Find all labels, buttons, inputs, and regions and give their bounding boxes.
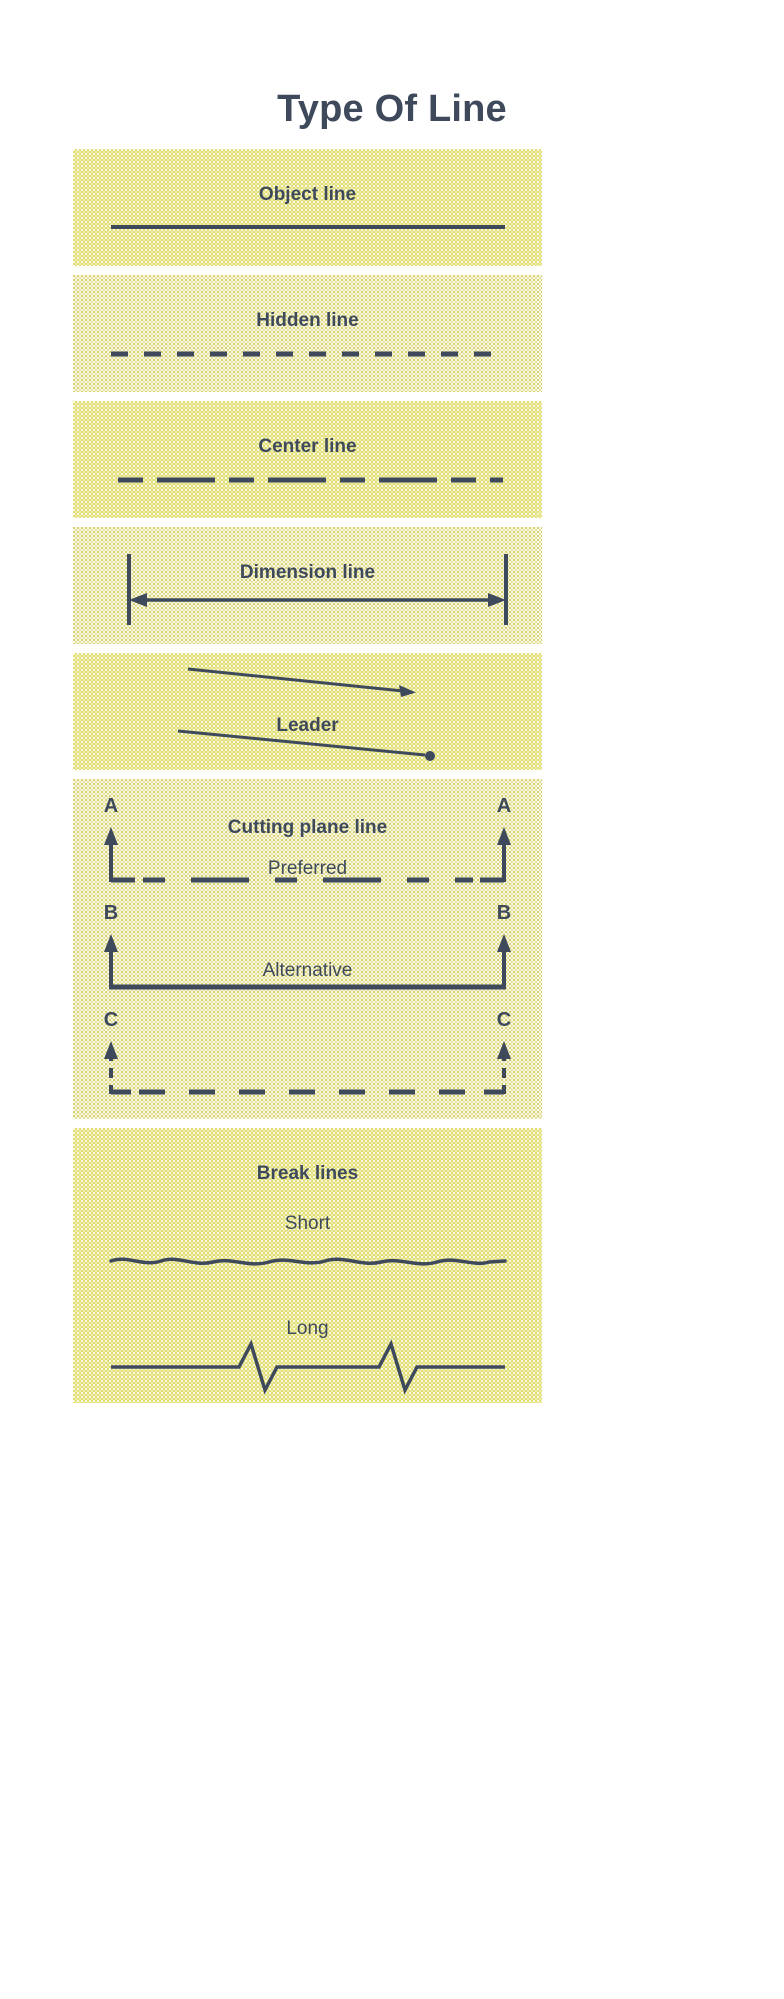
- line-type-block-leader: Leader: [73, 653, 542, 770]
- line-type-block-object-line: Object line: [73, 149, 542, 266]
- leader-graphic: [73, 653, 542, 770]
- break-variant-label-long: Long: [286, 1318, 329, 1339]
- break-variant-label-short: Short: [284, 1213, 331, 1234]
- svg-text:A: A: [104, 795, 118, 817]
- line-type-block-dimension-line: Dimension line: [73, 527, 542, 644]
- svg-text:C: C: [104, 1009, 118, 1031]
- svg-text:B: B: [497, 902, 511, 924]
- dimension-line-graphic: [73, 527, 542, 644]
- object-line-graphic: [73, 149, 542, 266]
- hidden-line-graphic: [73, 275, 542, 392]
- line-type-block-hidden-line: Hidden line: [73, 275, 542, 392]
- center-line-graphic: [73, 401, 542, 518]
- block-label-center-line: Center line: [258, 436, 357, 457]
- block-label-cutting-plane-line: Cutting plane line: [227, 817, 388, 838]
- cutting-plane-graphic: A A B B C C: [73, 779, 542, 1119]
- line-type-block-center-line: Center line: [73, 401, 542, 518]
- break-lines-graphic: [73, 1128, 542, 1403]
- cutting-plane-variant-label-preferred: Preferred: [267, 858, 348, 879]
- cutting-plane-variant-label-alternative: Alternative: [262, 960, 353, 981]
- line-type-block-cutting-plane-line: Cutting plane line Preferred Alternative: [73, 779, 542, 1119]
- svg-text:B: B: [104, 902, 118, 924]
- svg-text:A: A: [497, 795, 511, 817]
- line-type-block-break-lines: Break lines Short Long: [73, 1128, 542, 1403]
- block-label-dimension-line: Dimension line: [239, 562, 376, 583]
- page-title: Type Of Line: [277, 88, 507, 130]
- block-label-object-line: Object line: [258, 184, 357, 205]
- svg-text:C: C: [497, 1009, 511, 1031]
- block-label-hidden-line: Hidden line: [256, 310, 359, 331]
- block-label-break-lines: Break lines: [256, 1163, 359, 1184]
- block-label-leader: Leader: [276, 715, 339, 736]
- line-type-list: Object line Hidden line Center line: [73, 149, 542, 1412]
